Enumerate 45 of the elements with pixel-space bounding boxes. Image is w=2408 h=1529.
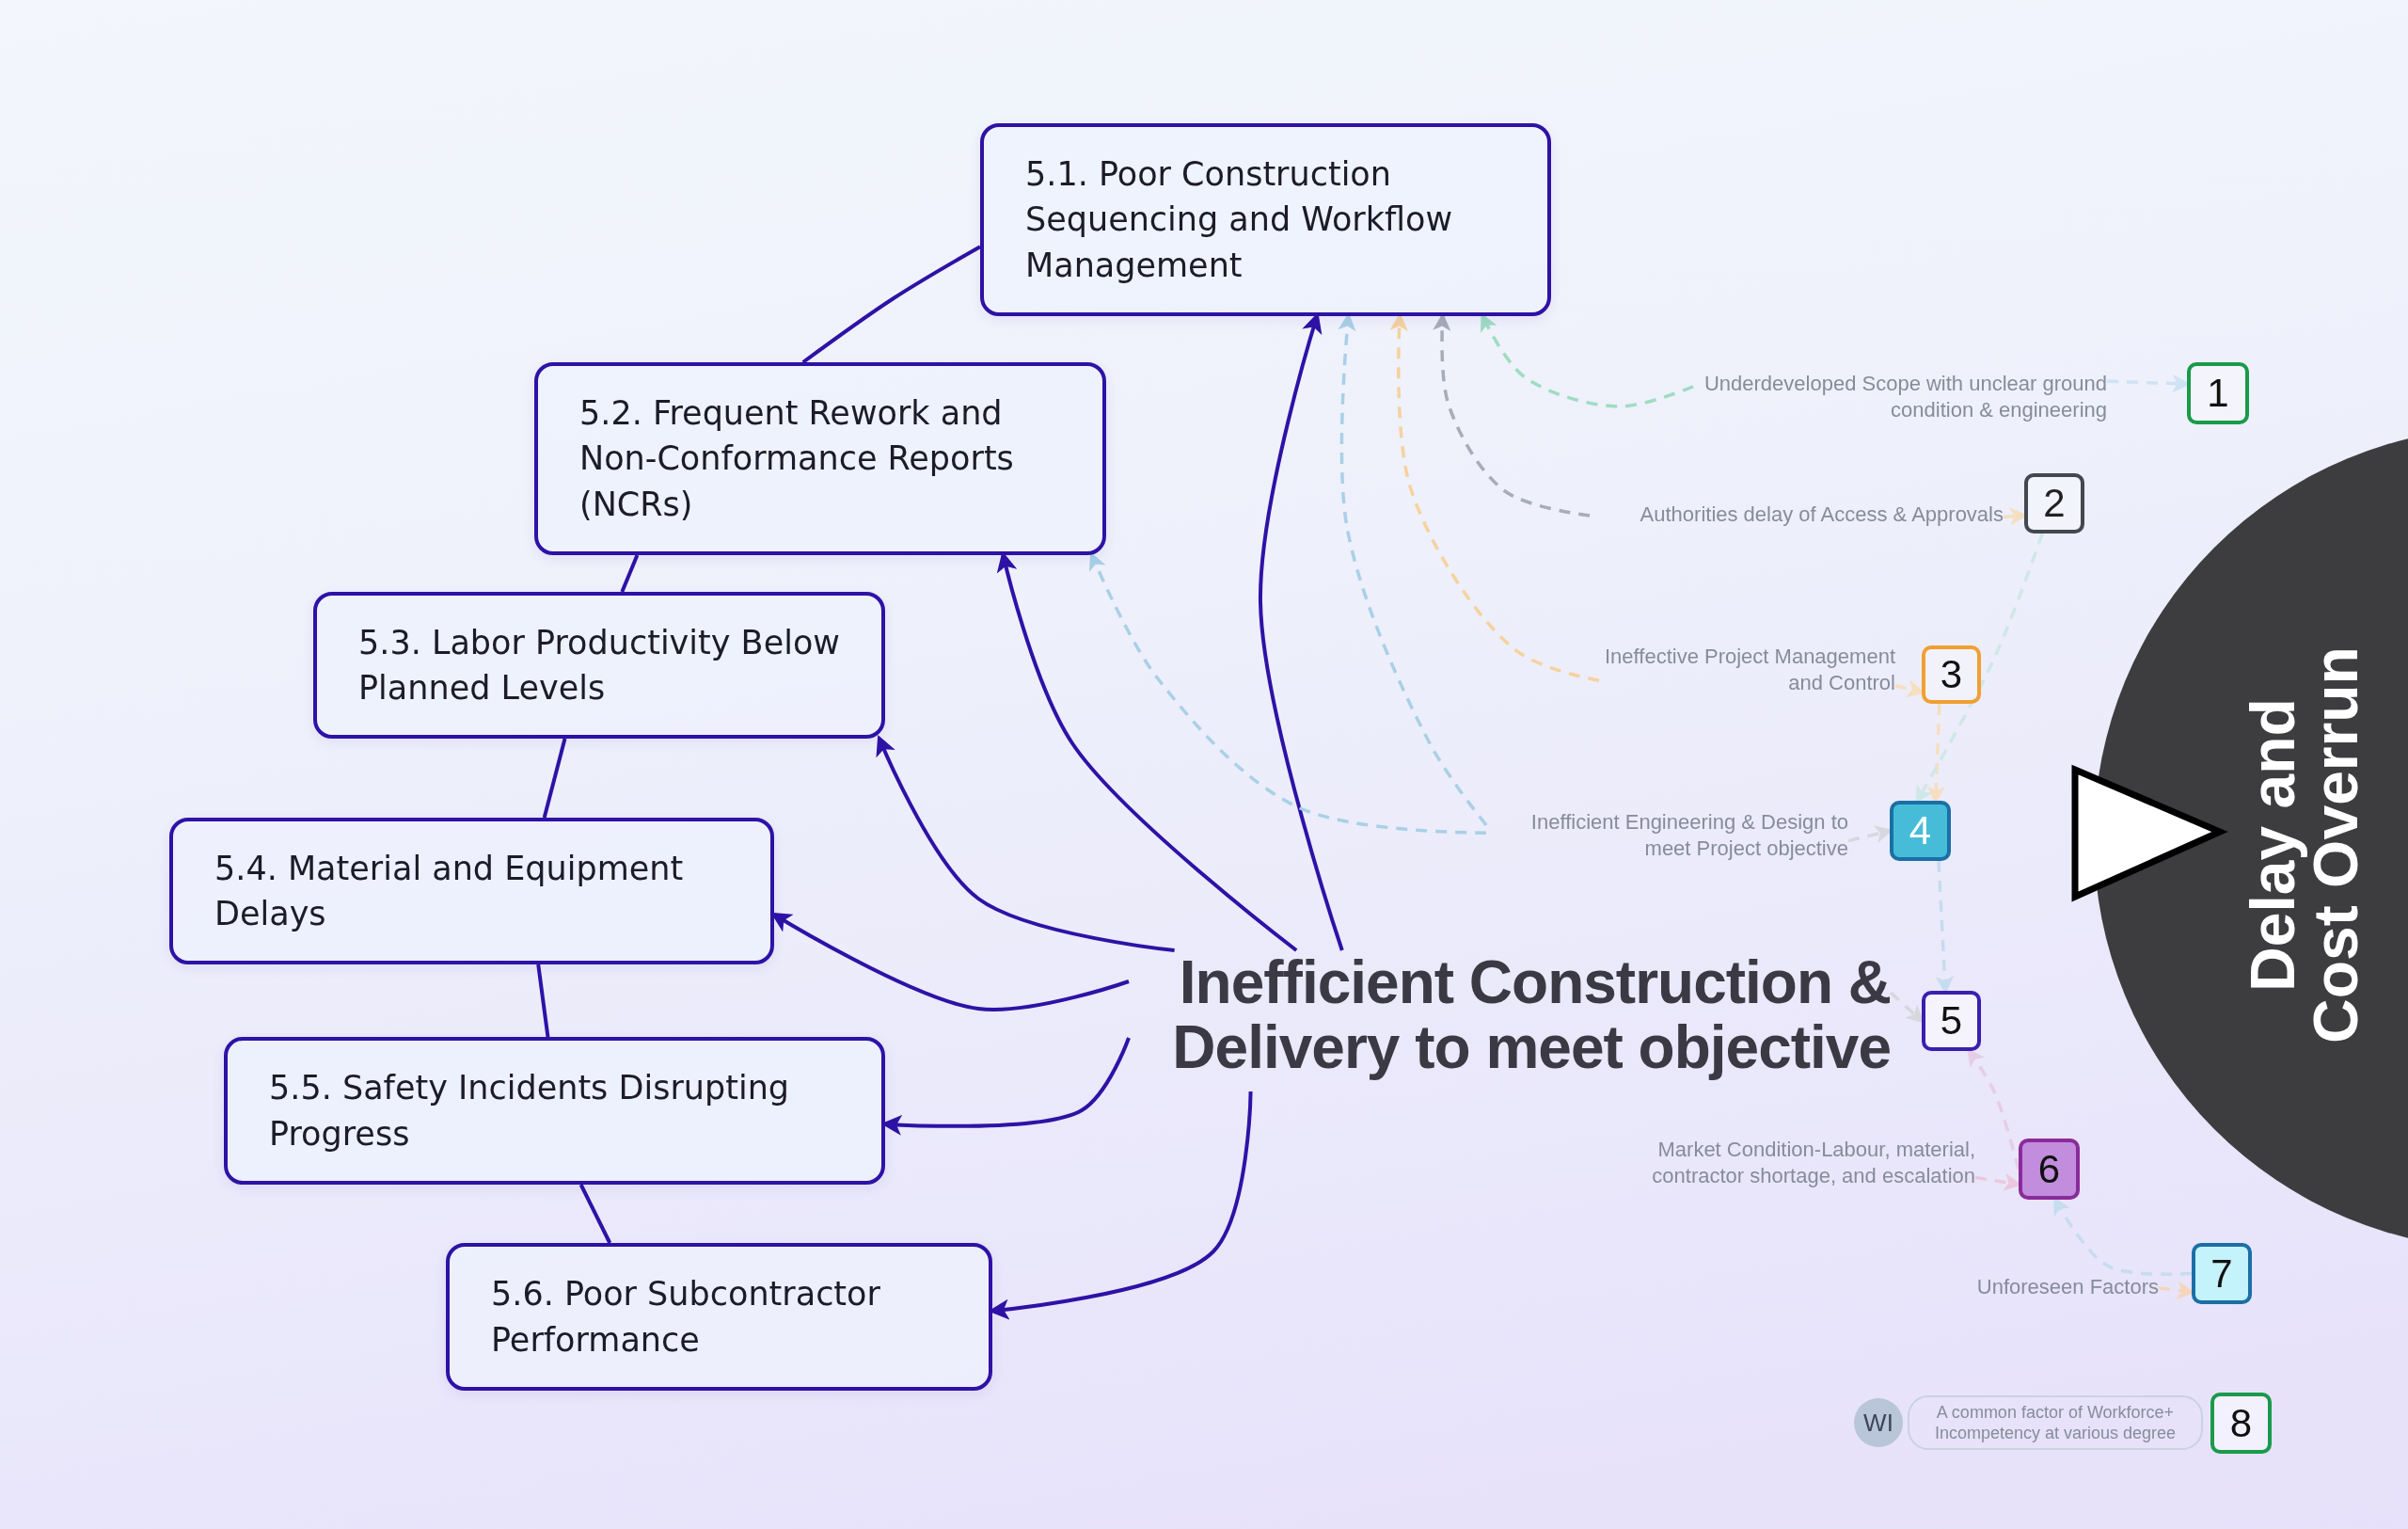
- effect-box: [534, 362, 1106, 555]
- badge-number: 1: [2207, 371, 2229, 416]
- badge-number: 8: [2229, 1400, 2253, 1446]
- badge-number: 4: [1909, 808, 1932, 853]
- effect-box: [313, 592, 885, 739]
- box-text: 5.3. Labor Productivity Below Planned Levels: [358, 622, 840, 709]
- cause-text: Authorities delay of Access & Approvals: [1590, 502, 2004, 530]
- badge-number: 5: [1940, 998, 1963, 1043]
- number-badge: [2024, 473, 2084, 534]
- number-badge: [2210, 1393, 2272, 1454]
- number-badge: [1890, 801, 1951, 861]
- badge-number: 7: [2210, 1250, 2233, 1297]
- badge-number: 3: [1940, 652, 1963, 697]
- connector-line: [801, 245, 981, 364]
- effect-box: [446, 1243, 992, 1391]
- box-text: 5.2. Frequent Rework and Non-Conformance Reports (NCRs): [579, 393, 1015, 525]
- initials-circle: WI: [1854, 1398, 1903, 1447]
- central-cause-text: Inefficient Construction & Delivery to meet objective: [1129, 950, 1891, 1091]
- box-text: 5.1. Poor Construction Sequencing and Workflow Management: [1025, 154, 1454, 286]
- dashed-arrow: [1889, 991, 1925, 1024]
- box-text: 5.6. Poor Subcontractor Performance: [491, 1274, 881, 1361]
- number-badge: [1922, 645, 1981, 704]
- cause-text: Underdeveloped Scope with unclear ground condition & engineering: [1693, 371, 2107, 423]
- outcome-text: Delay and Cost Overrun: [2241, 645, 2368, 1045]
- cause-text: Unforeseen Factors: [1938, 1274, 2159, 1302]
- connector-line: [542, 738, 567, 819]
- number-badge: [2187, 362, 2249, 424]
- badge-number: 2: [2043, 481, 2066, 526]
- badge-number: 6: [2037, 1146, 2061, 1192]
- connector-line: [536, 964, 550, 1038]
- note-pill: A common factor of Workforce+ Incompetency at various degree: [1908, 1395, 2203, 1450]
- number-badge: [1922, 991, 1981, 1051]
- arrow: [876, 734, 1175, 952]
- connector-line: [620, 554, 640, 593]
- number-badge: [2192, 1243, 2252, 1304]
- number-badge: [2019, 1139, 2080, 1200]
- box-text: 5.5. Safety Incidents Disrupting Progress: [269, 1068, 791, 1155]
- cause-text: Ineffective Project Management and Control: [1599, 644, 1895, 696]
- effect-box: [980, 123, 1551, 316]
- cause-text: Inefficient Engineering & Design to meet Project objective: [1486, 809, 1848, 862]
- effect-box: [224, 1037, 885, 1185]
- connector-line: [578, 1184, 612, 1244]
- cause-text: Market Condition-Labour, material, contractor shortage, and escalation: [1580, 1137, 1975, 1191]
- effect-box: [169, 818, 774, 964]
- box-text: 5.4. Material and Equipment Delays: [214, 848, 685, 934]
